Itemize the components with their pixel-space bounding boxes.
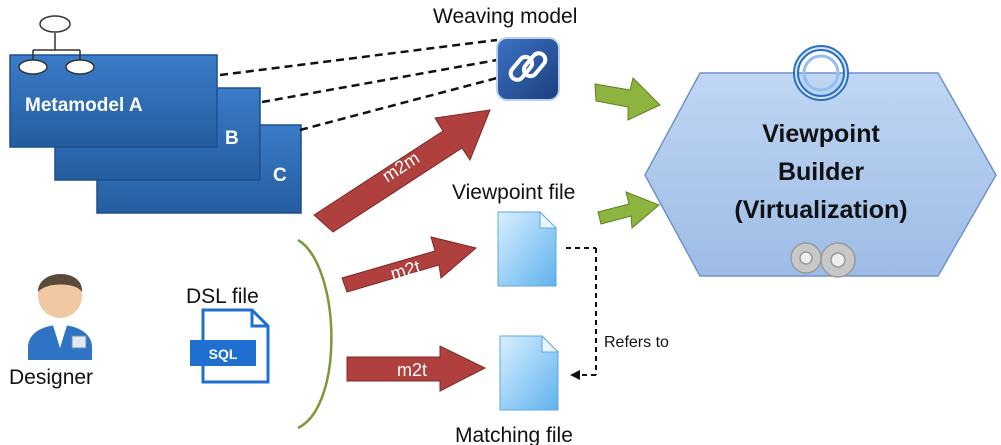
- ring-icon: [793, 45, 849, 101]
- refers-to-connector: [566, 247, 597, 376]
- sql-badge-label: SQL: [209, 346, 238, 362]
- metamodel-c-label: C: [273, 165, 287, 186]
- m2m-arrow: m2m: [313, 109, 491, 233]
- viewpoint-file-label: Viewpoint file: [452, 181, 575, 204]
- designer-label: Designer: [9, 366, 93, 389]
- builder-title-line3: (Virtualization): [734, 196, 907, 224]
- green-arrow-viewpoint-to-builder: [597, 191, 660, 230]
- m2t-upper-label: m2t: [388, 256, 422, 283]
- builder-title-line1: Viewpoint: [762, 120, 880, 148]
- metamodel-a-label: Metamodel A: [25, 95, 143, 116]
- m2t-lower-arrow: m2t: [346, 345, 487, 392]
- weaving-model-label: Weaving model: [433, 5, 577, 28]
- dsl-file-label: DSL file: [186, 285, 259, 308]
- viewpoint-document-icon: [497, 210, 558, 287]
- matching-document-icon: [499, 334, 560, 411]
- refers-to-arrowhead: [570, 370, 580, 380]
- sql-file-icon: SQL: [190, 308, 270, 384]
- m2t-upper-arrow: m2t: [341, 236, 478, 293]
- dsl-bracket: [297, 238, 333, 430]
- chain-link-icon: [496, 37, 560, 101]
- green-arrow-weaving-to-builder: [594, 77, 661, 121]
- gears-icon: [790, 242, 856, 278]
- viewpoint-builder: Viewpoint Builder (Virtualization): [644, 72, 997, 277]
- class-hierarchy-icon: [18, 15, 95, 75]
- m2t-lower-label: m2t: [397, 360, 427, 380]
- builder-title-line2: Builder: [778, 158, 864, 186]
- metamodel-b-label: B: [225, 128, 239, 149]
- designer-person-icon: [28, 274, 92, 360]
- refers-to-label: Refers to: [604, 334, 669, 351]
- matching-file-label: Matching file: [455, 424, 573, 445]
- weaving-dashed-links: [219, 38, 498, 132]
